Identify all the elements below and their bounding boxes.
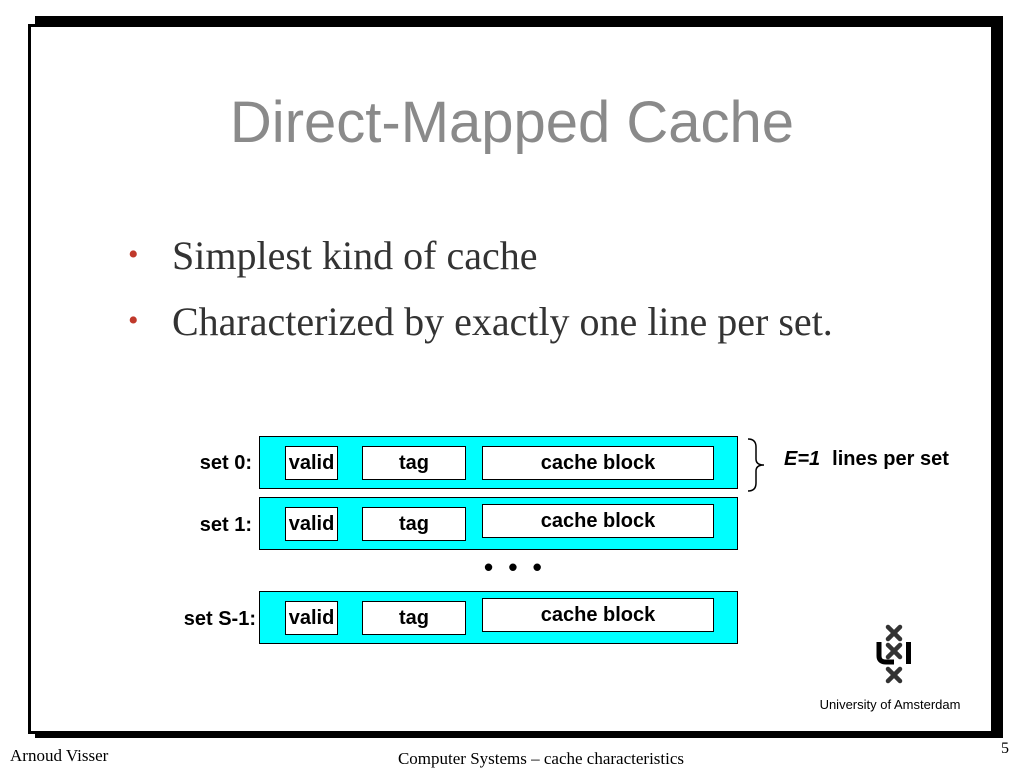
tag-field: tag	[362, 446, 466, 480]
cache-block-field: cache block	[482, 598, 714, 632]
university-caption: University of Amsterdam	[819, 697, 961, 712]
set-label: set 1:	[199, 514, 252, 536]
bullet-list: • Simplest kind of cache • Characterized…	[128, 222, 833, 354]
bullet-item: • Simplest kind of cache	[128, 222, 833, 288]
cache-block-field: cache block	[482, 446, 714, 480]
valid-field: valid	[285, 601, 338, 635]
set-label: set 0:	[199, 452, 252, 474]
course-footer: Computer Systems – cache characteristics	[397, 749, 685, 768]
page-number: 5	[1001, 740, 1009, 757]
e-variable: E=1	[784, 448, 821, 470]
set-label: set S-1:	[183, 608, 256, 630]
cache-set-row: valid tag cache block	[259, 497, 738, 550]
cache-set-row: valid tag cache block	[259, 436, 738, 489]
tag-field: tag	[362, 507, 466, 541]
bullet-text: Characterized by exactly one line per se…	[172, 298, 833, 344]
cache-set-row: valid tag cache block	[259, 591, 738, 644]
tag-field: tag	[362, 601, 466, 635]
valid-field: valid	[285, 507, 338, 541]
cache-block-field: cache block	[482, 504, 714, 538]
bullet-text: Simplest kind of cache	[172, 232, 538, 278]
valid-field: valid	[285, 446, 338, 480]
ellipsis: • • •	[484, 552, 546, 582]
author-name: Arnoud Visser	[10, 746, 109, 765]
bullet-dot-icon: •	[128, 238, 139, 271]
slide-title: Direct-Mapped Cache	[229, 90, 795, 155]
lines-per-set-note: E=1 lines per set	[784, 448, 949, 471]
bullet-dot-icon: •	[128, 304, 139, 337]
brace-icon	[747, 438, 765, 492]
bullet-item: • Characterized by exactly one line per …	[128, 288, 833, 354]
lines-per-set-text: lines per set	[832, 448, 949, 470]
university-logo-icon	[876, 624, 911, 684]
